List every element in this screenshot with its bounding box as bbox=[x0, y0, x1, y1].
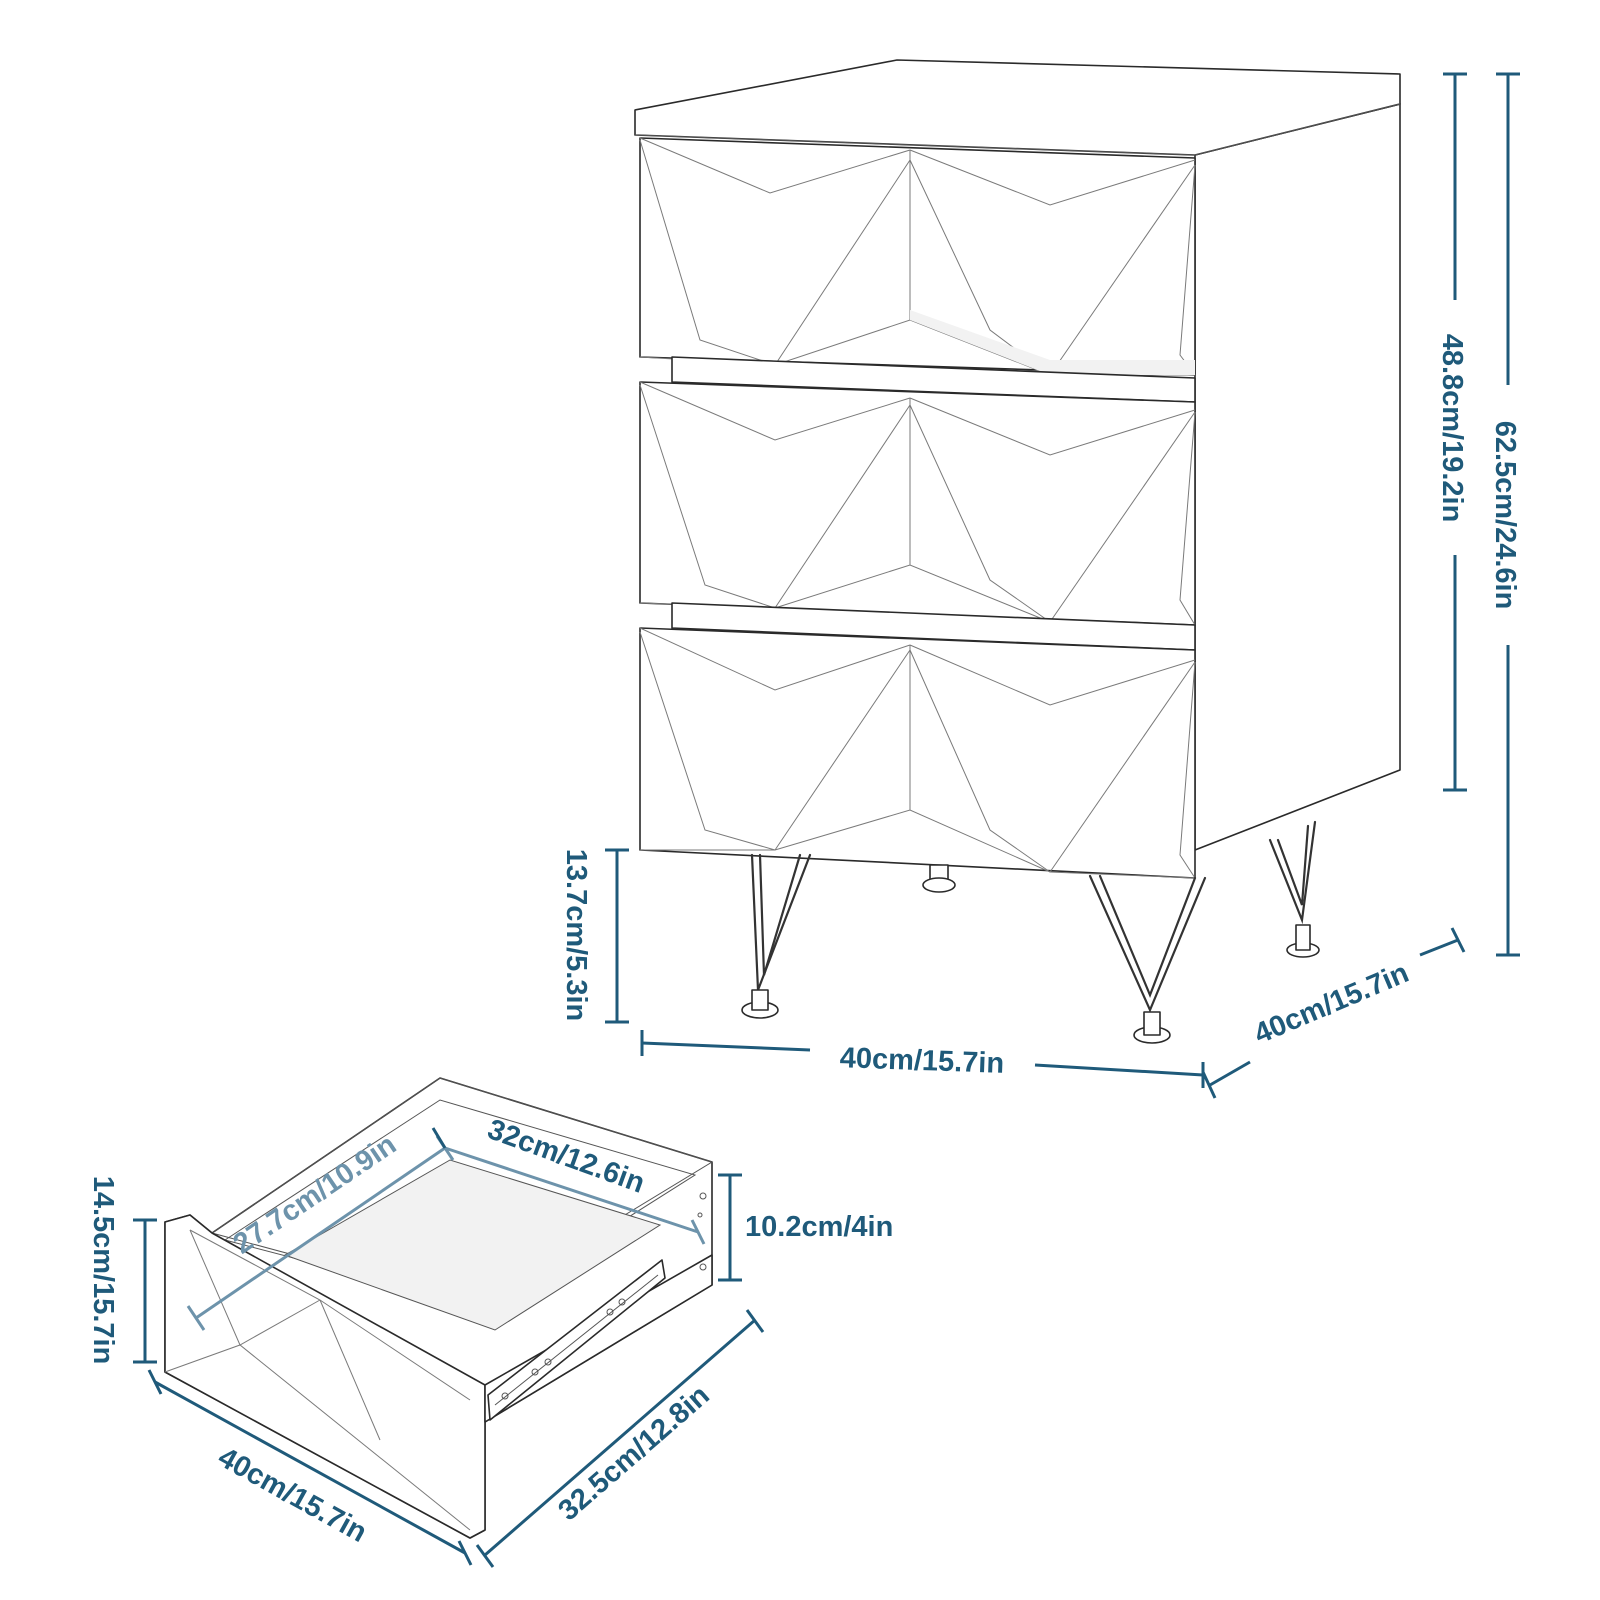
label-total-height: 62.5cm/24.6in bbox=[1489, 421, 1521, 610]
dim-leg-height: 13.7cm/5.3in bbox=[560, 848, 629, 1024]
label-drawer-side-length: 32.5cm/12.8in bbox=[552, 1379, 715, 1527]
label-leg-height: 13.7cm/5.3in bbox=[560, 849, 592, 1022]
nightstand bbox=[634, 59, 1401, 1044]
nightstand-side-panel bbox=[1194, 103, 1401, 851]
label-front-width: 40cm/15.7in bbox=[839, 1042, 1004, 1080]
open-drawer bbox=[164, 1077, 714, 1539]
label-drawer-height: 14.5cm/15.7in bbox=[87, 1176, 119, 1365]
drawer-middle bbox=[639, 381, 1196, 626]
dim-total-height: 62.5cm/24.6in bbox=[1489, 72, 1521, 957]
nightstand-legs bbox=[741, 820, 1320, 1044]
drawer-front-face bbox=[164, 1214, 486, 1539]
label-drawer-side-height: 10.2cm/4in bbox=[745, 1211, 893, 1243]
drawer-top bbox=[639, 137, 1196, 376]
dim-drawer-height: 14.5cm/15.7in bbox=[87, 1176, 157, 1365]
label-side-depth: 40cm/15.7in bbox=[1250, 957, 1414, 1051]
dim-body-height: 48.8cm/19.2in bbox=[1436, 72, 1468, 792]
dim-front-width: 40cm/15.7in bbox=[640, 1030, 1205, 1088]
dim-drawer-side-height: 10.2cm/4in bbox=[718, 1173, 893, 1282]
drawer-bottom bbox=[639, 627, 1196, 879]
drawer-slide-rail bbox=[487, 1259, 666, 1421]
label-body-height: 48.8cm/19.2in bbox=[1436, 334, 1468, 523]
dim-side-depth: 40cm/15.7in bbox=[1201, 927, 1466, 1099]
